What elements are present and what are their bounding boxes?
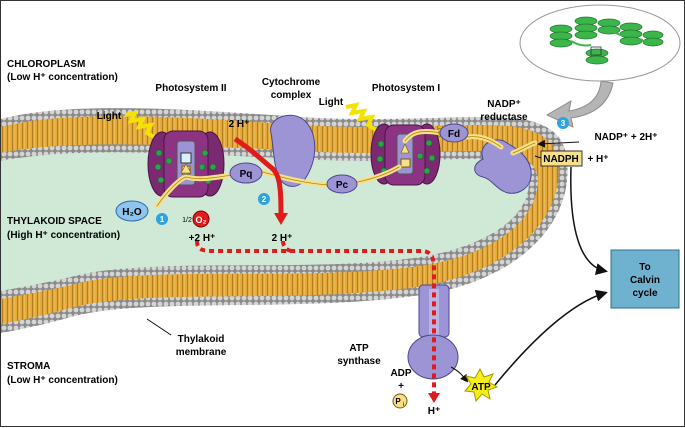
thylakoid-membrane-label-line2: membrane [176,347,227,358]
proton-pump-arrow [233,136,284,214]
calvin-cycle-box [610,249,680,309]
proton-pump-arrowhead [274,213,288,225]
water-label: H₂O [122,207,142,218]
oxygen-fraction: 1/2 [182,217,192,224]
step-2-label: 2 [262,195,267,204]
atp-synthase-label-line2: synthase [337,356,381,367]
nadph-to-calvin-arrow [570,166,608,276]
nadp-input-label: NADP⁺ + 2H⁺ [594,132,657,143]
nadph-plus-h-label: + H⁺ [587,154,608,165]
calvin-label-line1: To [639,262,650,273]
light-label-psi: Light [319,97,344,108]
thylakoid-space-subtitle: (High H⁺ concentration) [7,230,120,241]
atp-to-calvin-arrow [494,289,608,386]
atp-label: ATP [471,382,491,393]
phosphate-molecule [392,393,408,409]
chloroplast-inset [519,4,681,82]
proton-exit-label: H⁺ [428,406,441,417]
thylakoid-space-title: THYLAKOID SPACE [7,216,102,227]
oxygen-label: O₂ [196,215,207,225]
cytochrome-label-line1: Cytochrome [262,77,321,88]
carrier-pc-shape [326,174,358,194]
nadph-output-arrow [534,155,542,159]
carrier-fd-shape [439,123,469,143]
thylakoid-membrane-pointer [146,318,172,336]
step-3-label: 3 [561,119,566,128]
stroma-subtitle: (Low H⁺ concentration) [7,375,118,386]
light-ray-2 [345,102,383,135]
chloroplast-title: CHLOROPLASM [7,59,85,70]
adp-label: ADP [390,368,411,379]
phosphate-subscript: i [403,402,404,408]
adp-to-atp-arrow [450,366,469,383]
photosystem-ii-label: Photosystem II [155,83,226,94]
zoom-arrow [545,80,614,128]
nadph-box [540,150,583,167]
protons-pumped-label: 2 H⁺ [229,119,250,130]
photosystem-i-label: Photosystem I [372,83,441,94]
nadp-reductase-label-line1: NADP⁺ [487,99,521,110]
protons-lumen-label: 2 H⁺ [272,233,293,244]
proton-exit-arrowhead [428,393,440,403]
cytochrome-complex [270,114,316,187]
step-badge-3 [557,117,569,129]
proton-gradient-branch [281,240,294,253]
protons-released-psii: +2 H⁺ [189,233,216,244]
cytochrome-label-line2: complex [271,90,312,101]
step-1-label: 1 [160,215,165,224]
electron-arrow-psii [180,163,192,174]
stroma-title: STROMA [7,361,50,372]
water-molecule [115,200,149,222]
carrier-pq-label: Pq [240,169,253,180]
thylakoid-membrane-label-line1: Thylakoid [178,334,225,345]
calvin-label-line2: Calvin [630,275,660,286]
calvin-label-line3: cycle [632,288,657,299]
phosphate-label: P [395,397,401,406]
carrier-pc-label: Pc [336,180,349,191]
light-label-psii: Light [97,111,122,122]
adp-plus-label: + [398,381,404,392]
atp-synthase-label-line1: ATP [349,343,369,354]
chloroplast-subtitle: (Low H⁺ concentration) [7,72,118,83]
proton-gradient-path [195,240,436,393]
step-badge-2 [258,193,270,205]
electron-arrow-psi [400,143,410,154]
electron-path-outline [156,131,536,207]
oxygen-molecule [192,210,210,228]
nadp-input-arrow [537,139,580,148]
thylakoid-lumen [1,152,529,291]
light-ray-1 [124,110,162,143]
step-badge-1 [156,213,168,225]
carrier-pq-shape [229,162,263,184]
carrier-fd-label: Fd [448,129,460,140]
nadph-label: NADPH [543,154,579,165]
atp-star [464,367,499,403]
nadp-reductase-label-line2: reductase [480,112,528,123]
